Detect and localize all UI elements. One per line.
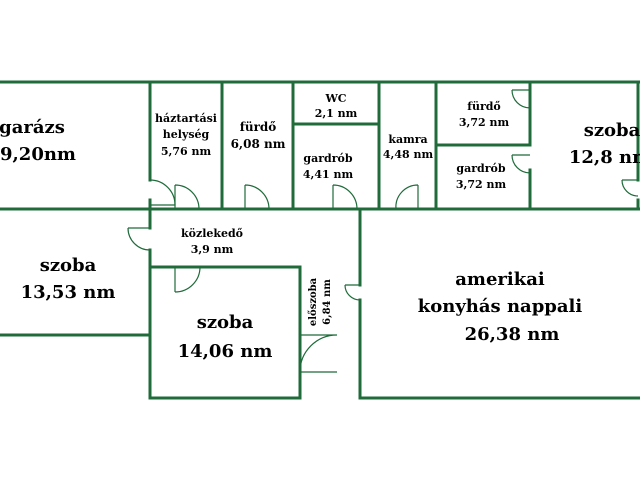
room-name-eloszoba: előszoba [308,277,319,326]
room-name-furdo1: fürdő [240,120,277,134]
room-name-haztartasi-2: helység [163,128,210,141]
room-name-szoba3: szoba [197,312,254,333]
room-name-gardrob1: gardrób [303,152,352,165]
room-area-wc: 2,1 nm [315,107,358,120]
room-labels: garázs 9,20nm háztartási helység 5,76 nm… [0,92,640,362]
room-area-eloszoba: 6,84 nm [322,279,333,325]
room-area-kamra: 4,48 nm [383,148,434,161]
room-name-furdo2: fürdő [467,100,501,113]
room-name-haztartasi-1: háztartási [155,112,217,125]
room-name-wc: WC [324,92,346,105]
room-area-nappali: 26,38 nm [465,324,560,345]
room-name-szoba2: szoba [40,255,97,276]
room-area-furdo1: 6,08 nm [231,137,286,151]
room-name-gardrob2: gardrób [456,162,505,175]
room-area-szoba2: 13,53 nm [21,282,116,303]
room-area-szoba3: 14,06 nm [178,341,273,362]
room-area-gardrob1: 4,41 nm [303,168,354,181]
room-name-kozlekedo: közlekedő [181,227,243,240]
room-name-nappali-1: amerikai [455,269,545,290]
room-area-szoba1: 12,8 nm [569,147,640,168]
room-name-nappali-2: konyhás nappali [418,296,583,317]
room-area-furdo2: 3,72 nm [459,116,510,129]
room-area-garazs: 9,20nm [0,144,76,165]
room-name-kamra: kamra [388,133,427,146]
room-area-kozlekedo: 3,9 nm [191,243,234,256]
room-area-gardrob2: 3,72 nm [456,178,507,191]
room-name-szoba1: szoba [584,120,640,141]
walls [0,80,640,400]
doors [127,89,639,373]
room-name-garazs: garázs [0,117,65,138]
room-area-haztartasi: 5,76 nm [161,145,212,158]
